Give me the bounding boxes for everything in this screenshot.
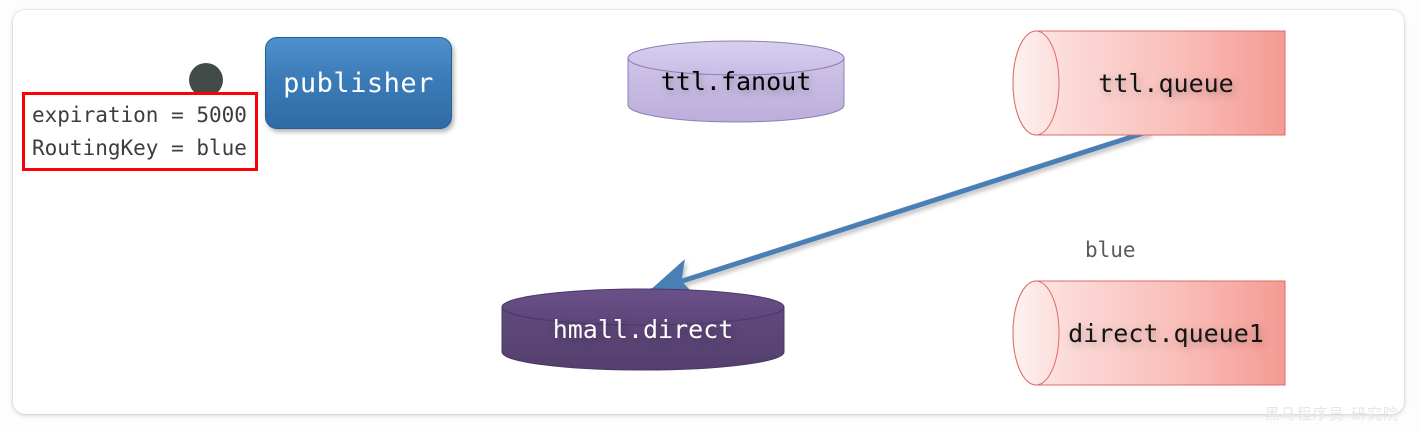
- node-direct-queue1-shape: [1012, 280, 1286, 386]
- message-dot-icon: [189, 63, 223, 97]
- node-ttl-fanout-shape: [627, 40, 845, 123]
- node-hmall-direct-label: hmall.direct: [552, 315, 734, 344]
- node-hmall-direct[interactable]: hmall.direct: [502, 289, 784, 370]
- node-ttl-queue[interactable]: ttl.queue: [1013, 31, 1285, 135]
- node-ttl-queue-label: ttl.queue: [1098, 68, 1234, 98]
- watermark: 黑马程序员-研究院: [1264, 405, 1399, 423]
- node-direct-queue1-label: direct.queue1: [1068, 318, 1264, 348]
- node-ttl-fanout[interactable]: ttl.fanout: [628, 41, 844, 122]
- node-publisher-label: publisher: [283, 67, 434, 99]
- node-hmall-direct-shape: [501, 288, 785, 371]
- annotation-expiration: expiration = 5000: [32, 102, 247, 127]
- message-annotation-box: expiration = 5000 RoutingKey = blue: [22, 92, 258, 171]
- binding-key-label-blue: blue: [1085, 238, 1136, 262]
- edge-ttl-queue-to-hmall-direct: [648, 128, 1151, 298]
- node-publisher[interactable]: publisher: [265, 37, 452, 129]
- annotation-routing-key: RoutingKey = blue: [32, 135, 247, 160]
- node-direct-queue1[interactable]: direct.queue1: [1013, 281, 1285, 385]
- node-ttl-queue-shape: [1012, 30, 1286, 136]
- node-ttl-fanout-label: ttl.fanout: [660, 67, 812, 96]
